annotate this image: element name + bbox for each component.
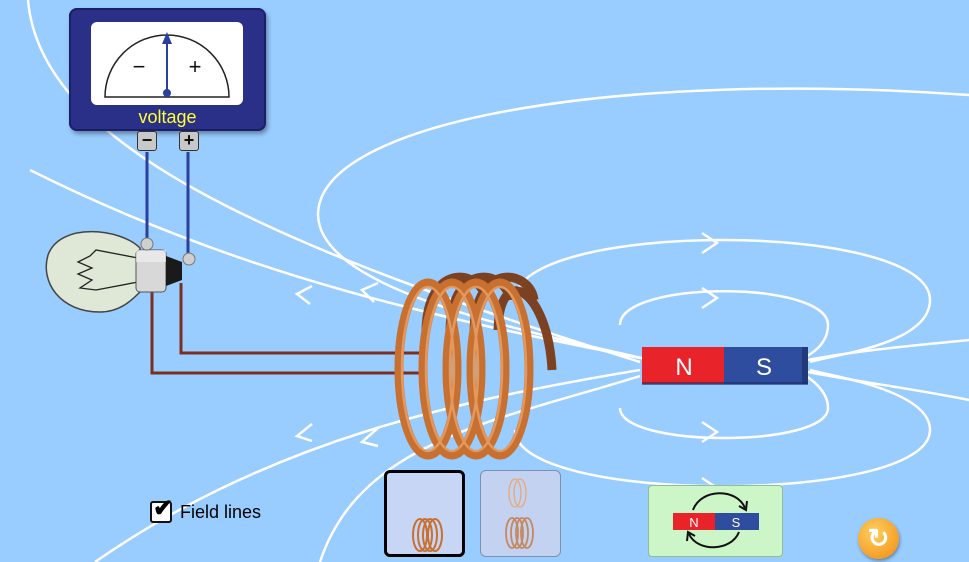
negative-terminal: − bbox=[137, 131, 157, 151]
arrow-icon bbox=[294, 423, 313, 443]
field-line bbox=[26, 0, 641, 364]
arrow-icon bbox=[701, 420, 720, 444]
positive-terminal: + bbox=[179, 131, 199, 151]
coil-2-coil-button[interactable] bbox=[480, 470, 561, 557]
arrow-icon bbox=[359, 427, 379, 448]
bulb-terminal bbox=[182, 252, 196, 266]
arrow-icon bbox=[701, 231, 720, 255]
checkmark-icon: ✔ bbox=[153, 495, 174, 522]
bar-magnet[interactable]: N S bbox=[642, 347, 808, 385]
flip-magnet-button[interactable]: N S bbox=[648, 485, 783, 557]
field-line bbox=[618, 290, 830, 362]
field-arrows bbox=[294, 231, 720, 500]
voltmeter-wires bbox=[145, 152, 190, 258]
coil-wires bbox=[150, 283, 420, 375]
flip-icon: N S bbox=[673, 492, 759, 549]
meter-minus-sign: − bbox=[133, 54, 146, 79]
filament bbox=[76, 249, 139, 291]
field-line bbox=[513, 368, 932, 488]
bulb-terminal bbox=[140, 237, 154, 251]
coil-4-loop-button[interactable] bbox=[384, 470, 465, 557]
field-lines-toggle[interactable]: ✔ Field lines bbox=[150, 497, 262, 523]
flip-north-label: N bbox=[689, 515, 698, 530]
voltmeter: − + voltage bbox=[69, 8, 266, 131]
meter-face: − + bbox=[91, 22, 243, 105]
flip-south-label: S bbox=[732, 515, 741, 530]
reset-button[interactable]: ↻ bbox=[858, 518, 899, 559]
field-line bbox=[807, 370, 969, 402]
field-line bbox=[513, 238, 932, 364]
field-line bbox=[316, 87, 969, 216]
arrow-icon bbox=[294, 284, 313, 305]
light-bulb bbox=[45, 230, 196, 313]
meter-plus-sign: + bbox=[189, 54, 202, 79]
field-lines-checkbox[interactable]: ✔ bbox=[150, 497, 173, 523]
arrow-icon bbox=[701, 286, 720, 310]
north-pole-label: N bbox=[675, 354, 692, 381]
field-lines bbox=[26, 0, 969, 562]
coil-icon bbox=[412, 518, 443, 552]
arrow-icon bbox=[359, 281, 379, 303]
voltage-label: voltage bbox=[138, 107, 197, 127]
south-pole-label: S bbox=[756, 354, 772, 381]
field-line bbox=[618, 370, 830, 440]
field-line bbox=[29, 168, 641, 360]
meter-dial: − + bbox=[104, 32, 230, 98]
two-coil-icon bbox=[505, 478, 534, 549]
reset-icon: ↻ bbox=[867, 523, 890, 553]
field-lines-label: Field lines bbox=[180, 501, 262, 522]
coil[interactable] bbox=[394, 272, 557, 460]
field-line bbox=[807, 338, 969, 362]
